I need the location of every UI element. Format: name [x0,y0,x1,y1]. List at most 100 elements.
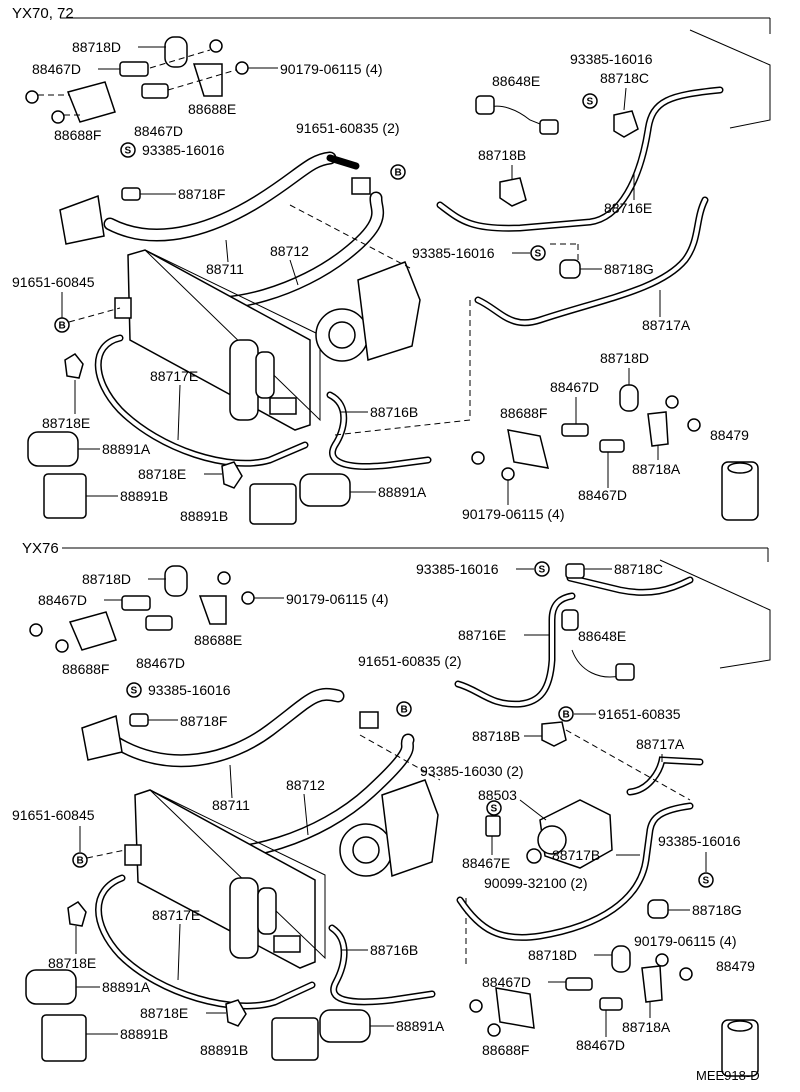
pipe-88716e-inner [456,594,574,707]
callout: 88718D [528,947,577,963]
callout: 90179-06115 (4) [634,933,736,949]
block-fitting [81,714,123,761]
callout: 88891B [200,1042,248,1058]
clamp-88718d [164,36,188,68]
switch-88648e [475,95,495,115]
pipe-88717e-inner [96,336,307,466]
hose-assembly-88711 [59,151,385,310]
callout: 88648E [492,73,540,89]
clamp-88718e [64,353,84,379]
callout: 88891A [102,979,151,995]
nut [487,1023,501,1037]
callout: 93385-16016 [148,682,231,698]
stud-88467d [121,595,151,611]
stud-88467d-right [561,423,589,437]
nut-90099-32100 [526,848,542,864]
callout: 88712 [270,243,309,259]
switch-88648e [615,663,635,681]
receiver-dryer [257,887,277,935]
bracket-88718a [647,411,669,447]
callout: 88891B [180,508,228,524]
dash-guide [149,49,211,69]
symbol-s-text: S [587,97,594,108]
compressor-hub [328,321,356,349]
compressor-yx76 [339,734,441,878]
condenser-yx76 [134,789,326,969]
symbol-s-text: S [539,565,546,576]
bracket-cluster-lower-right-yx70 [471,384,759,521]
callout: 88718D [72,39,121,55]
callout: 88688F [62,661,109,677]
nut [501,467,515,481]
callout: 90099-32100 (2) [484,875,588,891]
pipe-88718c-inner [568,576,692,595]
symbol-b [396,701,412,717]
bolt-88718f [121,187,141,201]
leader [289,259,299,286]
body-outline [689,29,771,129]
callout: 91651-60845 [12,807,95,823]
dash-guide [68,307,121,323]
cushions-yx70 [27,431,351,525]
callout: 93385-16030 (2) [420,763,524,779]
clamp-88718e [67,901,87,927]
callout: 88467D [578,487,627,503]
nut-left [25,90,39,104]
callout: 88718C [600,70,649,86]
dash-guide [86,849,126,859]
cushion-88891a [25,969,77,1005]
nut [469,999,483,1013]
symbol-b [390,164,406,180]
nut [665,395,679,409]
section-title: YX70, 72 [12,5,74,22]
callout: 88479 [716,958,755,974]
fitting-block [273,935,301,953]
nut [655,953,669,967]
valve-88503 [485,799,613,869]
section-title: YX76 [22,540,59,557]
callout: 91651-60835 (2) [358,653,462,669]
dash-guide [334,419,471,436]
symbol-b [558,706,574,722]
compressor-yx70 [289,204,421,362]
callout: 88688E [194,632,242,648]
compressor-body [381,779,439,878]
clamp-88718e-lower [225,999,247,1027]
bracket-88688f [66,81,116,123]
callout: 88718E [42,415,90,431]
bracket-cluster-upper-left-yx76 [29,565,255,653]
symbol-s [126,682,142,698]
tube-88717e [64,297,309,467]
cushion-88891b-right [271,1017,319,1061]
hose-88711-inner [110,689,343,766]
body-outline [659,559,771,669]
clamp-88718b [499,177,527,207]
cushion-88891a [27,431,79,467]
clip [114,297,132,319]
dash-guide [289,204,411,269]
callout: 93385-16016 [412,245,495,261]
symbol-s-text: S [491,804,498,815]
callout: 88648E [578,628,626,644]
callout: 88717E [150,368,198,384]
clamp-88718g [647,899,669,919]
leader [225,239,229,263]
callouts-yx70: 88718D 88467D 88688F 88467D 88688E 90179… [12,39,749,524]
section-yx76: YX76 [12,540,771,1077]
callout: 93385-16016 [416,561,499,577]
symbol-b-text: B [401,705,408,716]
callout: 88718C [614,561,663,577]
bracket-88688f [68,611,117,651]
callout: 88716E [604,200,652,216]
cover-88479 [721,1019,759,1077]
callout: 93385-16016 [142,142,225,158]
bracket-88718a [641,965,663,1003]
callout: 90179-06115 (4) [462,506,564,522]
symbol-s-text: S [125,146,132,157]
callout: 88711 [206,261,244,277]
clip [124,844,142,866]
callout: 88717E [152,907,200,923]
tubes-lower-yx76 [67,844,467,1010]
pipe-88716b-inner [328,393,430,469]
condenser-edge [149,789,326,960]
